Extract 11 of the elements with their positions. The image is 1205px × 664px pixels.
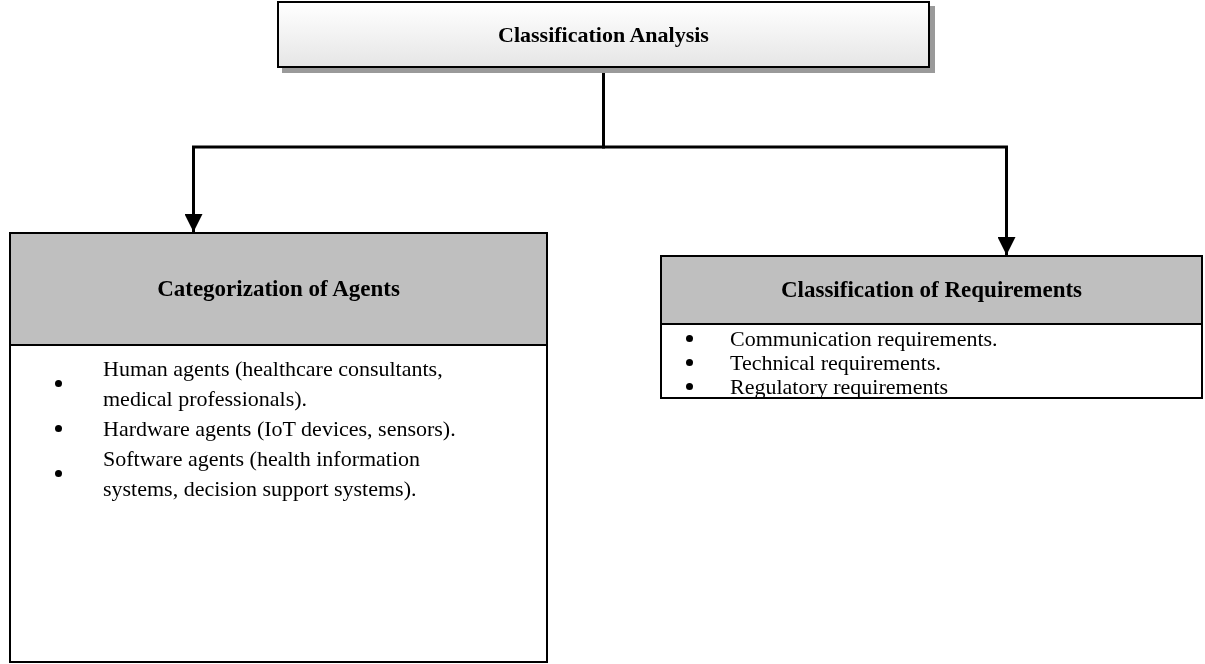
category-panel (660, 255, 1203, 399)
list-item: Human agents (healthcare consultants, medical professionals). (103, 356, 443, 411)
category-panel (9, 232, 548, 663)
panel-heading: Classification of Requirements (780, 277, 1083, 303)
list-item: Software agents (health information systems, decision support systems). (103, 446, 421, 501)
list-item: Technical requirements. (730, 350, 942, 375)
list-item: Hardware agents (IoT devices, sensors). (103, 416, 456, 441)
panel-heading: Categorization of Agents (157, 276, 400, 302)
heading: Classification Analysis (498, 21, 709, 48)
list-item: Communication requirements. (730, 326, 998, 351)
list-item: Regulatory requirements (730, 374, 949, 399)
